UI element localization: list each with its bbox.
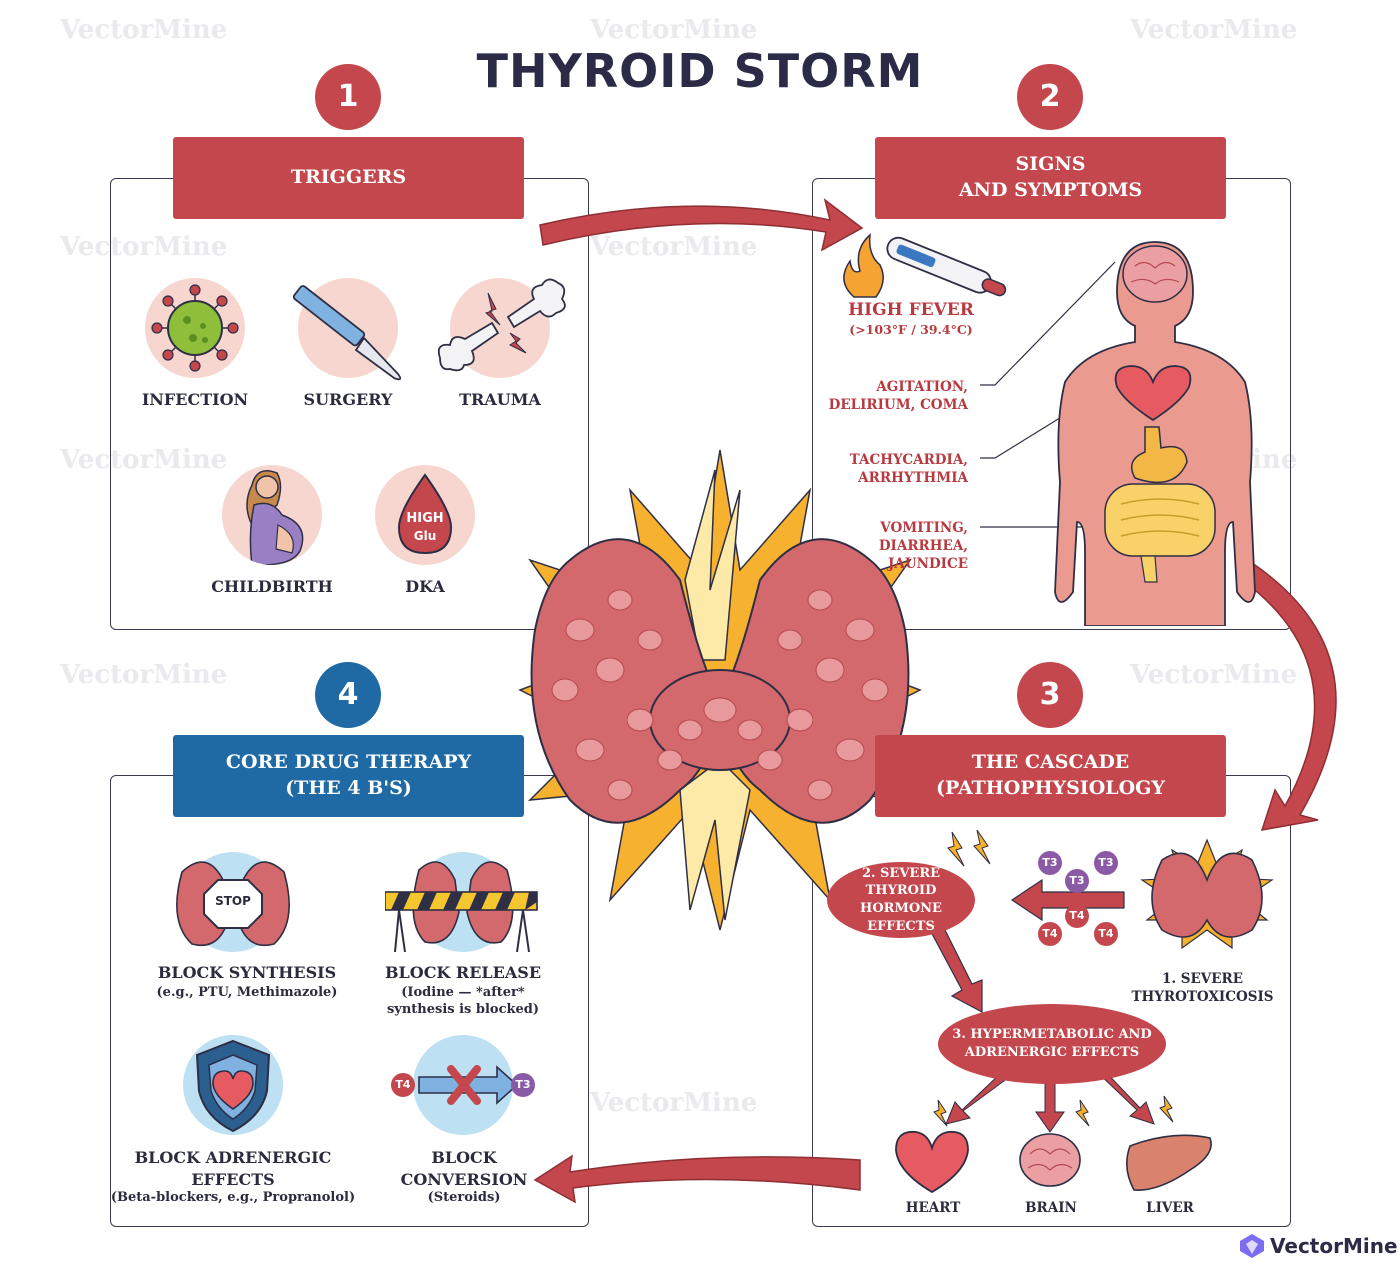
brain-icon [1122,245,1188,303]
trigger-label-dka: DKA [405,577,445,596]
shield-heart-icon [183,1035,283,1135]
triggers-banner: TRIGGERS [173,137,524,219]
therapy-title-line1: CORE DRUG THERAPY [225,751,472,774]
brand-name: VectorMine [1270,1234,1398,1258]
heart-icon [1114,365,1192,422]
stop-sign-text: STOP [215,894,251,908]
cascade-banner: THE CASCADE (PATHOPHYSIOLOGY [875,735,1226,817]
human-body-illustration [980,241,1256,626]
conv-to-t3: T3 [511,1073,535,1097]
hormone-t4: T4 [1094,922,1118,946]
trigger-label-surgery: SURGERY [303,390,393,409]
watermark: VectorMine [1130,15,1298,45]
signs-banner: SIGNS AND SYMPTOMS [875,137,1226,219]
organ-liver-icon [1126,1134,1212,1191]
hormone-t4: T4 [1065,904,1089,928]
conv-from-t4: T4 [391,1073,415,1097]
symptom-neuro: AGITATION, DELIRIUM, COMA [828,379,968,414]
trigger-label-infection: INFECTION [141,390,249,409]
section-number-1: 1 [315,64,381,130]
arrow-triggers-to-signs [539,198,864,252]
cascade-flow-graphics [895,829,1274,1194]
therapy-release-title: BLOCK RELEASE [384,963,542,982]
hormone-t3: T3 [1065,869,1089,893]
stomach-icon [1130,426,1188,484]
organ-brain-icon [1019,1133,1081,1187]
dka-badge-line2: Glu [413,529,437,543]
therapy-synthesis-title: BLOCK SYNTHESIS [157,963,337,982]
dka-badge-line1: HIGH [406,511,444,526]
signs-title-line2: AND SYMPTOMS [958,179,1143,201]
cascade-step-2: 2. SEVERE THYROID HORMONE EFFECTS [827,862,975,938]
section-number-3: 3 [1017,662,1083,728]
watermark: VectorMine [60,15,228,45]
trigger-label-trauma: TRAUMA [459,390,541,409]
barrier-thyroid-icon [385,852,538,953]
watermark: VectorMine [60,660,228,690]
pregnant-woman-icon [222,465,322,565]
hormone-t3: T3 [1094,851,1118,875]
scalpel-icon [292,278,402,381]
vectormine-logo-icon [1240,1234,1264,1258]
watermark: VectorMine [1130,660,1298,690]
therapy-adrenergic-sub: (Beta-blockers, e.g., Propranolol) [110,1190,356,1205]
cascade-title-line1: THE CASCADE [971,751,1130,774]
therapy-banner: CORE DRUG THERAPY (THE 4 B'S) [173,735,524,817]
watermark: VectorMine [60,232,228,262]
watermark: VectorMine [590,15,758,45]
watermark: VectorMine [590,232,758,262]
organ-label-brain: BRAIN [1025,1200,1077,1216]
therapy-adrenergic-title: BLOCK ADRENERGIC EFFECTS [134,1148,332,1190]
symptom-gi: VOMITING, DIARRHEA, JAUNDICE [878,520,968,573]
conversion-block-icon: T4 T3 [391,1035,535,1135]
fever-title: HIGH FEVER [848,300,974,320]
cascade-step-3: 3. HYPERMETABOLIC AND ADRENERGIC EFFECTS [938,1004,1166,1084]
arrow-cascade-to-therapy [533,1154,861,1204]
virus-icon [145,278,245,378]
therapy-synthesis-sub: (e.g., PTU, Methimazole) [156,985,338,1000]
hormone-t3: T3 [1038,851,1062,875]
symptom-cardiac: TACHYCARDIA, ARRHYTHMIA [849,452,968,487]
blood-drop-icon: HIGH Glu [375,465,475,565]
page-title: THYROID STORM [476,44,924,98]
therapy-title-line2: (THE 4 B'S) [285,777,412,799]
therapy-conversion-sub: (Steroids) [427,1190,501,1205]
cascade-title-line2: (PATHOPHYSIOLOGY [936,777,1165,799]
therapy-release-sub1: (Iodine — *after* [401,985,525,1000]
central-thyroid-illustration [518,449,922,931]
therapy-release-sub2: synthesis is blocked) [386,1002,540,1017]
watermark: VectorMine [590,1088,758,1118]
section-number-4: 4 [315,662,381,728]
organ-label-heart: HEART [905,1200,961,1216]
hormone-t4: T4 [1038,922,1062,946]
arrow-signs-to-cascade [1244,563,1337,831]
organ-label-liver: LIVER [1146,1200,1194,1216]
cascade-step-1: 1. SEVERE THYROTOXICOSIS [1131,971,1274,1006]
triggers-title: TRIGGERS [290,166,407,189]
therapy-conversion-title: BLOCK CONVERSION [400,1148,528,1190]
organ-heart-icon [895,1130,969,1194]
thermometer-fire-icon [843,233,1007,298]
signs-title-line1: SIGNS [1015,153,1086,176]
trigger-label-childbirth: CHILDBIRTH [211,577,333,596]
section-number-2: 2 [1017,64,1083,130]
fever-subtitle: (>103°F / 39.4°C) [849,322,973,337]
stop-thyroid-icon: STOP [176,852,290,952]
broken-bone-icon [437,278,566,378]
watermark: VectorMine [60,445,228,475]
